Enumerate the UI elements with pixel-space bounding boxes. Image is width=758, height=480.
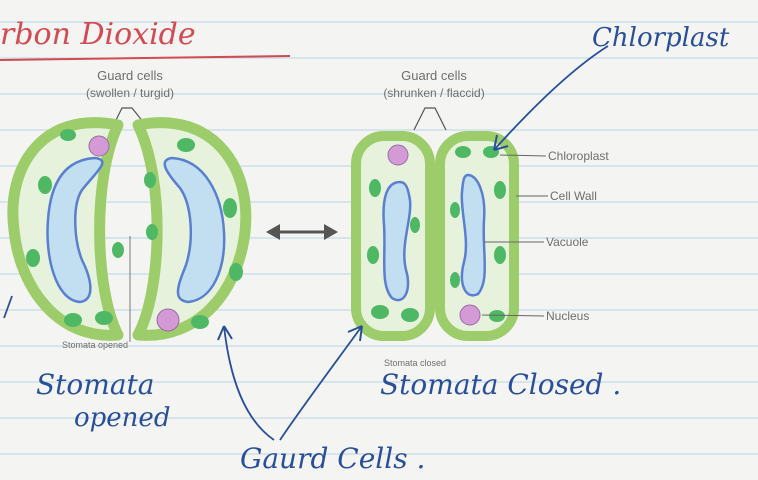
vacuole (462, 175, 485, 295)
right-caption: Stomata closed (384, 358, 446, 368)
guard-cell-left-open (13, 123, 124, 336)
guard-cells-arrow-left (224, 326, 274, 440)
chloroplast (112, 242, 124, 258)
chloroplast (144, 172, 156, 188)
chloroplast (367, 246, 379, 264)
chloroplast (26, 249, 40, 267)
guard-cell-left-closed (356, 136, 430, 336)
vacuole (384, 182, 411, 300)
label-vacuole: Vacuole (546, 235, 589, 249)
label-chloroplast: Chloroplast (548, 149, 609, 163)
handwritten-stomata-opened-line2: opened (74, 403, 170, 433)
chloroplast (494, 246, 506, 264)
handwritten-guard-cells: Gaurd Cells . (240, 442, 425, 475)
chloroplast (371, 305, 389, 319)
handwritten-chloroplast: Chlorplast (592, 23, 730, 53)
label-cell-wall: Cell Wall (550, 189, 597, 203)
left-caption: Stomata opened (62, 340, 128, 350)
left-diagram-title: Guard cells (swollen / turgid) (86, 68, 174, 100)
right-title-line1: Guard cells (401, 68, 467, 83)
chloroplast-arrow (494, 46, 608, 150)
chloroplast (191, 315, 209, 329)
chloroplast (401, 308, 419, 322)
handwritten-stomata-closed: Stomata Closed . (380, 368, 621, 401)
right-title-pointer (414, 108, 446, 130)
chloroplast (369, 179, 381, 197)
nucleus (388, 145, 408, 165)
chloroplast (223, 198, 237, 218)
page-heading: rbon Dioxide (0, 17, 196, 52)
margin-arrow-mark (4, 296, 12, 318)
chloroplast (146, 224, 158, 240)
chloroplast (38, 176, 52, 194)
nucleus (89, 136, 109, 156)
chloroplast (64, 313, 82, 327)
right-title-line2: (shrunken / flaccid) (383, 86, 484, 100)
chloroplast (229, 263, 243, 281)
chloroplast (450, 272, 460, 288)
right-diagram-title: Guard cells (shrunken / flaccid) (383, 68, 484, 100)
chloroplast (410, 217, 420, 233)
chloroplast (450, 202, 460, 218)
guard-cell-right-open (138, 123, 246, 336)
nucleus (460, 305, 480, 325)
handwritten-stomata-opened-line1: Stomata (36, 368, 154, 401)
left-title-line1: Guard cells (97, 68, 163, 83)
chloroplast (489, 310, 505, 322)
left-title-line2: (swollen / turgid) (86, 86, 174, 100)
guard-cells-arrow-right (280, 326, 362, 440)
nucleus (157, 309, 179, 331)
chloroplast (95, 311, 113, 325)
chloroplast (494, 181, 506, 199)
label-nucleus: Nucleus (546, 309, 589, 323)
chloroplast (455, 146, 471, 158)
guard-cell-right-closed (440, 136, 514, 336)
chloroplast (60, 129, 76, 141)
chloroplast (177, 138, 195, 152)
